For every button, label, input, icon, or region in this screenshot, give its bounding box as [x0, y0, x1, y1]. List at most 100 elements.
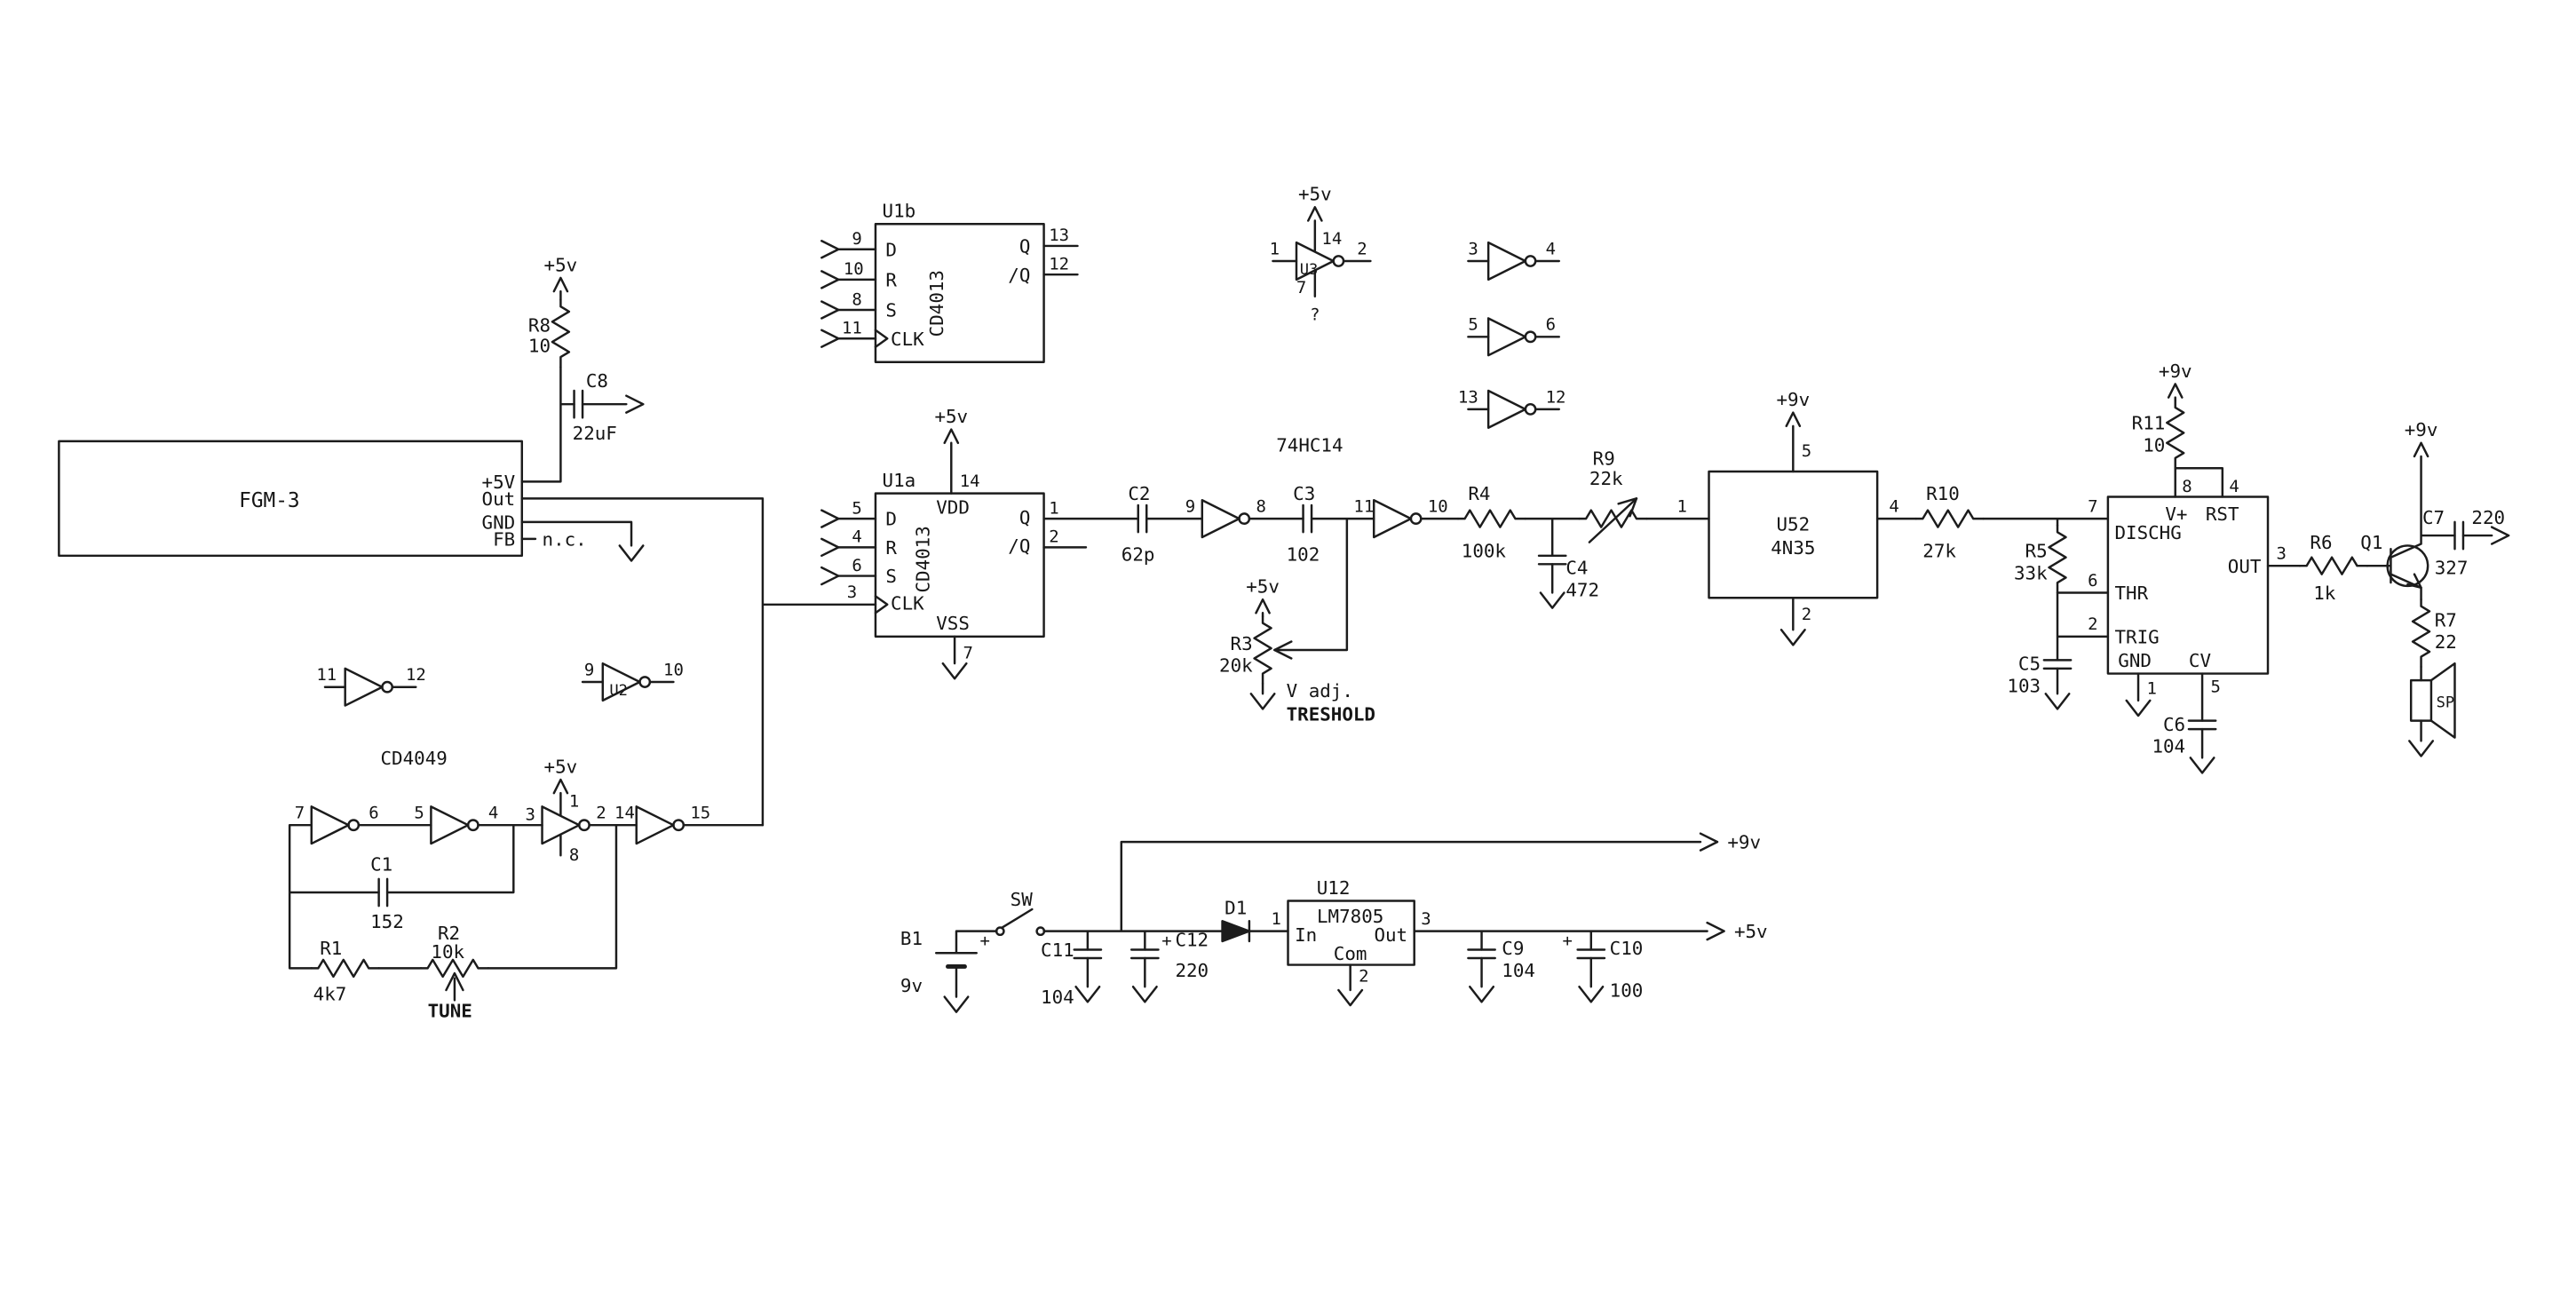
ground-icon	[618, 544, 645, 562]
pin-number: 4	[1889, 497, 1898, 517]
capacitor-c8	[573, 389, 584, 419]
pin-number: 3	[847, 583, 857, 602]
power-5v-label: +5v	[544, 756, 578, 777]
c10-ref: C10	[1610, 938, 1644, 959]
r3-adj-label: V adj.	[1287, 680, 1353, 702]
pin-name: DISCHG	[2114, 522, 2181, 543]
u2-ref: U2	[609, 682, 628, 700]
resistor-r9	[1578, 509, 1648, 528]
c9-ref: C9	[1502, 938, 1524, 959]
c7-value: 220	[2471, 507, 2505, 528]
fgm3-pin-gnd: GND	[482, 511, 516, 533]
pin-number: 1	[1049, 498, 1058, 518]
c7-ref: C7	[2422, 507, 2445, 528]
power-9v-label: +9v	[1776, 389, 1810, 410]
pin-name: R	[885, 537, 897, 559]
power-arrow-icon	[1307, 206, 1323, 222]
input-arrow-icon	[820, 329, 840, 348]
ground-icon	[941, 662, 968, 680]
pin-number: 2	[1802, 605, 1811, 624]
flipflop-u1b: U1b CD4013 9 10 8 11 D R S CLK Q 13 /Q 1…	[820, 201, 1079, 364]
pin-number: 2	[2088, 614, 2097, 634]
pin-name: CLK	[891, 329, 924, 350]
speaker-body	[2409, 678, 2433, 722]
speaker-cone	[2429, 662, 2456, 739]
trimmer-arrow-icon	[1588, 497, 1638, 543]
pin-number: 8	[2182, 477, 2192, 496]
power-5v-label: +5v	[1734, 921, 1768, 942]
pin-name: Com	[1334, 943, 1367, 964]
u1b-ref: U1b	[883, 201, 916, 222]
r3-value: 20k	[1219, 655, 1253, 677]
pin-number: 8	[852, 289, 861, 309]
c4-ref: C4	[1565, 558, 1588, 579]
power-9v-label: +9v	[1727, 832, 1761, 853]
input-arrow-icon	[820, 300, 840, 320]
c12-value: 220	[1175, 960, 1209, 981]
pin-name: /Q	[1008, 265, 1030, 286]
c8-ref: C8	[586, 370, 608, 392]
pin-number: 11	[1353, 497, 1374, 517]
sw-ref: SW	[1011, 889, 1034, 910]
pin-number: 6	[369, 804, 378, 823]
pin-name: Out	[1374, 924, 1407, 946]
ground-icon	[943, 995, 970, 1013]
c3-value: 102	[1287, 544, 1320, 566]
pin-name: D	[885, 239, 897, 260]
power-5v-label: +5v	[1246, 576, 1280, 598]
wire-net	[2366, 455, 2493, 742]
u52-ref: U52	[1776, 513, 1810, 535]
inverter-gate	[1486, 241, 1537, 281]
pin-number: 14	[960, 472, 980, 491]
input-arrow-icon	[820, 240, 840, 259]
power-supply-section: B1 9v + SW C11 104 + C12 220 D1 U12 LM78…	[900, 832, 1768, 1013]
u3-ref: U3	[1300, 261, 1319, 279]
r5-ref: R5	[2025, 541, 2048, 562]
wire-net	[1042, 517, 1710, 695]
c4-value: 472	[1565, 579, 1599, 600]
power-5v-label: +5v	[1298, 184, 1332, 205]
output-stage: R6 1k Q1 327 +9v C7 220 R7 22 SP	[2298, 419, 2510, 757]
pin-number: 2	[1357, 239, 1367, 258]
pin-number: 5	[2211, 677, 2221, 696]
u52-body	[1708, 470, 1879, 599]
nc-note: n.c.	[543, 528, 587, 550]
pin-number: 14	[614, 804, 635, 823]
pin-number: 1	[2146, 678, 2156, 698]
inverter-gate	[1486, 389, 1537, 429]
pin-number: 4	[852, 527, 861, 547]
r1-value: 4k7	[313, 983, 347, 1004]
r8-value: 10	[528, 335, 551, 356]
pin-name: RST	[2206, 503, 2239, 525]
c12-ref: C12	[1175, 930, 1209, 951]
clock-wedge-icon	[874, 595, 889, 614]
pin-number: 6	[1546, 315, 1556, 335]
c8-value: 22uF	[573, 423, 617, 444]
resistor-r6	[2298, 556, 2369, 575]
switch-lever	[1000, 908, 1034, 930]
polarity-plus: +	[1563, 931, 1573, 951]
diode-d1	[1221, 920, 1251, 943]
c11-value: 104	[1041, 987, 1074, 1008]
capacitor-c9	[1467, 948, 1496, 960]
pin-number: 1	[1270, 239, 1280, 258]
power-arrow-icon	[943, 428, 960, 445]
power-arrow-icon	[552, 276, 569, 293]
c1-ref: C1	[370, 853, 392, 875]
pin-name: Q	[1019, 236, 1031, 258]
q1-value: 327	[2435, 558, 2469, 579]
polarity-plus: +	[980, 931, 990, 951]
ground-icon	[1469, 985, 1495, 1003]
capacitor-c2	[1137, 503, 1148, 534]
resistor-r1	[310, 958, 380, 979]
c6-value: 104	[2152, 736, 2185, 757]
pin-number: 2	[596, 804, 606, 823]
resistor-r10	[1914, 509, 1985, 528]
q1-ref: Q1	[2360, 532, 2382, 553]
r11-value: 10	[2143, 434, 2165, 456]
pin-number: 3	[526, 805, 535, 825]
pin-number: 5	[1802, 441, 1811, 461]
c2-ref: C2	[1128, 483, 1150, 504]
